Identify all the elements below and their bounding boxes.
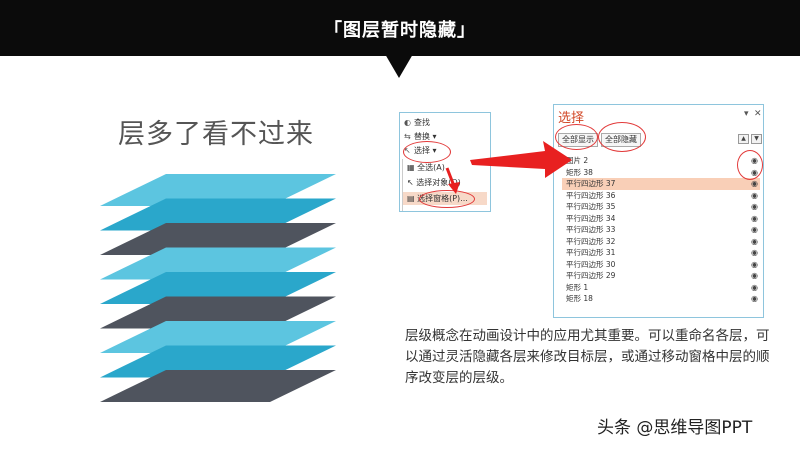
layer-item[interactable]: 矩形 18◉: [566, 294, 758, 303]
eye-icon[interactable]: ◉: [751, 213, 758, 223]
bring-forward-button[interactable]: ▲: [738, 134, 749, 144]
send-backward-button[interactable]: ▼: [751, 134, 762, 144]
selection-pane: 选择 ▾ ✕ 全部显示 全部隐藏 ▲ ▼ 图片 2◉ 矩形 38◉ 平行四边形 …: [553, 104, 764, 318]
close-icon[interactable]: ✕: [754, 109, 762, 119]
cursor-icon: ↖: [407, 178, 414, 187]
layer-item[interactable]: 平行四边形 29◉: [566, 271, 758, 280]
layer-sheet: [100, 370, 336, 402]
layer-sheet: [100, 345, 336, 378]
layer-item[interactable]: 矩形 38◉: [566, 167, 758, 177]
hide-all-button[interactable]: 全部隐藏: [601, 133, 641, 147]
find-command[interactable]: ◐查找: [404, 118, 430, 127]
layer-item[interactable]: 矩形 1◉: [566, 282, 758, 292]
layer-sheet: [100, 272, 336, 304]
select-objects-item[interactable]: ↖ 选择对象(O): [407, 178, 461, 187]
binoculars-icon: ◐: [404, 118, 411, 127]
eye-icon[interactable]: ◉: [751, 167, 758, 177]
eye-icon[interactable]: ◉: [751, 225, 758, 234]
eye-icon[interactable]: ◉: [751, 294, 758, 303]
layer-item[interactable]: 平行四边形 35◉: [566, 202, 758, 211]
eye-icon[interactable]: ◉: [751, 156, 758, 165]
eye-icon[interactable]: ◉: [751, 179, 758, 188]
layer-item[interactable]: 平行四边形 30◉: [566, 259, 758, 269]
layer-sheet: [100, 223, 336, 255]
layer-item[interactable]: 平行四边形 32◉: [566, 236, 758, 246]
eye-icon[interactable]: ◉: [751, 202, 758, 211]
pane-icon: ▤: [407, 194, 415, 203]
selection-pane-item[interactable]: ▤ 选择窗格(P)...: [403, 192, 487, 205]
eye-icon[interactable]: ◉: [751, 248, 758, 257]
layer-item[interactable]: 平行四边形 34◉: [566, 213, 758, 223]
selection-pane-title: 选择: [558, 111, 585, 126]
replace-command[interactable]: ⇆替换 ▾: [404, 132, 437, 141]
subtitle: 层多了看不过来: [118, 119, 314, 150]
editing-menu-panel: ◐查找 ⇆替换 ▾ ↖选择 ▾ ▦ 全选(A) ↖ 选择对象(O) ▤ 选择窗格…: [399, 112, 491, 212]
layer-item-selected[interactable]: 平行四边形 37◉: [562, 178, 760, 190]
eye-icon[interactable]: ◉: [751, 282, 758, 292]
select-command[interactable]: ↖选择 ▾: [404, 146, 437, 155]
layer-item[interactable]: 平行四边形 36◉: [566, 190, 758, 200]
description-text: 层级概念在动画设计中的应用尤其重要。可以重命名各层，可以通过灵活隐藏各层来修改目…: [405, 328, 770, 386]
layer-item[interactable]: 平行四边形 31◉: [566, 248, 758, 257]
layer-stack-illustration: [100, 174, 336, 402]
layer-item[interactable]: 平行四边形 33◉: [566, 225, 758, 234]
layer-item[interactable]: 图片 2◉: [566, 156, 758, 165]
eye-icon[interactable]: ◉: [751, 190, 758, 200]
replace-icon: ⇆: [404, 132, 411, 141]
slide-title: 「图层暂时隐藏」: [324, 20, 476, 41]
header-bar: [0, 0, 800, 56]
layer-sheet: [100, 247, 336, 280]
cursor-icon: ↖: [404, 146, 411, 155]
layer-sheet: [100, 321, 336, 353]
show-all-button[interactable]: 全部显示: [558, 133, 598, 147]
pane-options-icon[interactable]: ▾: [744, 109, 749, 119]
header-pointer: [385, 54, 413, 78]
select-dropdown: ▦ 全选(A) ↖ 选择对象(O) ▤ 选择窗格(P)...: [402, 159, 488, 211]
select-all-item[interactable]: ▦ 全选(A): [407, 163, 445, 172]
layer-sheet: [100, 198, 336, 231]
layer-list: 图片 2◉ 矩形 38◉ 平行四边形 37◉ 平行四边形 36◉ 平行四边形 3…: [562, 155, 760, 305]
layer-sheet: [100, 296, 336, 329]
eye-icon[interactable]: ◉: [751, 236, 758, 246]
select-all-icon: ▦: [407, 163, 415, 172]
eye-icon[interactable]: ◉: [751, 271, 758, 280]
eye-icon[interactable]: ◉: [751, 259, 758, 269]
layer-sheet: [100, 174, 336, 206]
watermark: 头条 @思维导图PPT: [597, 418, 753, 438]
